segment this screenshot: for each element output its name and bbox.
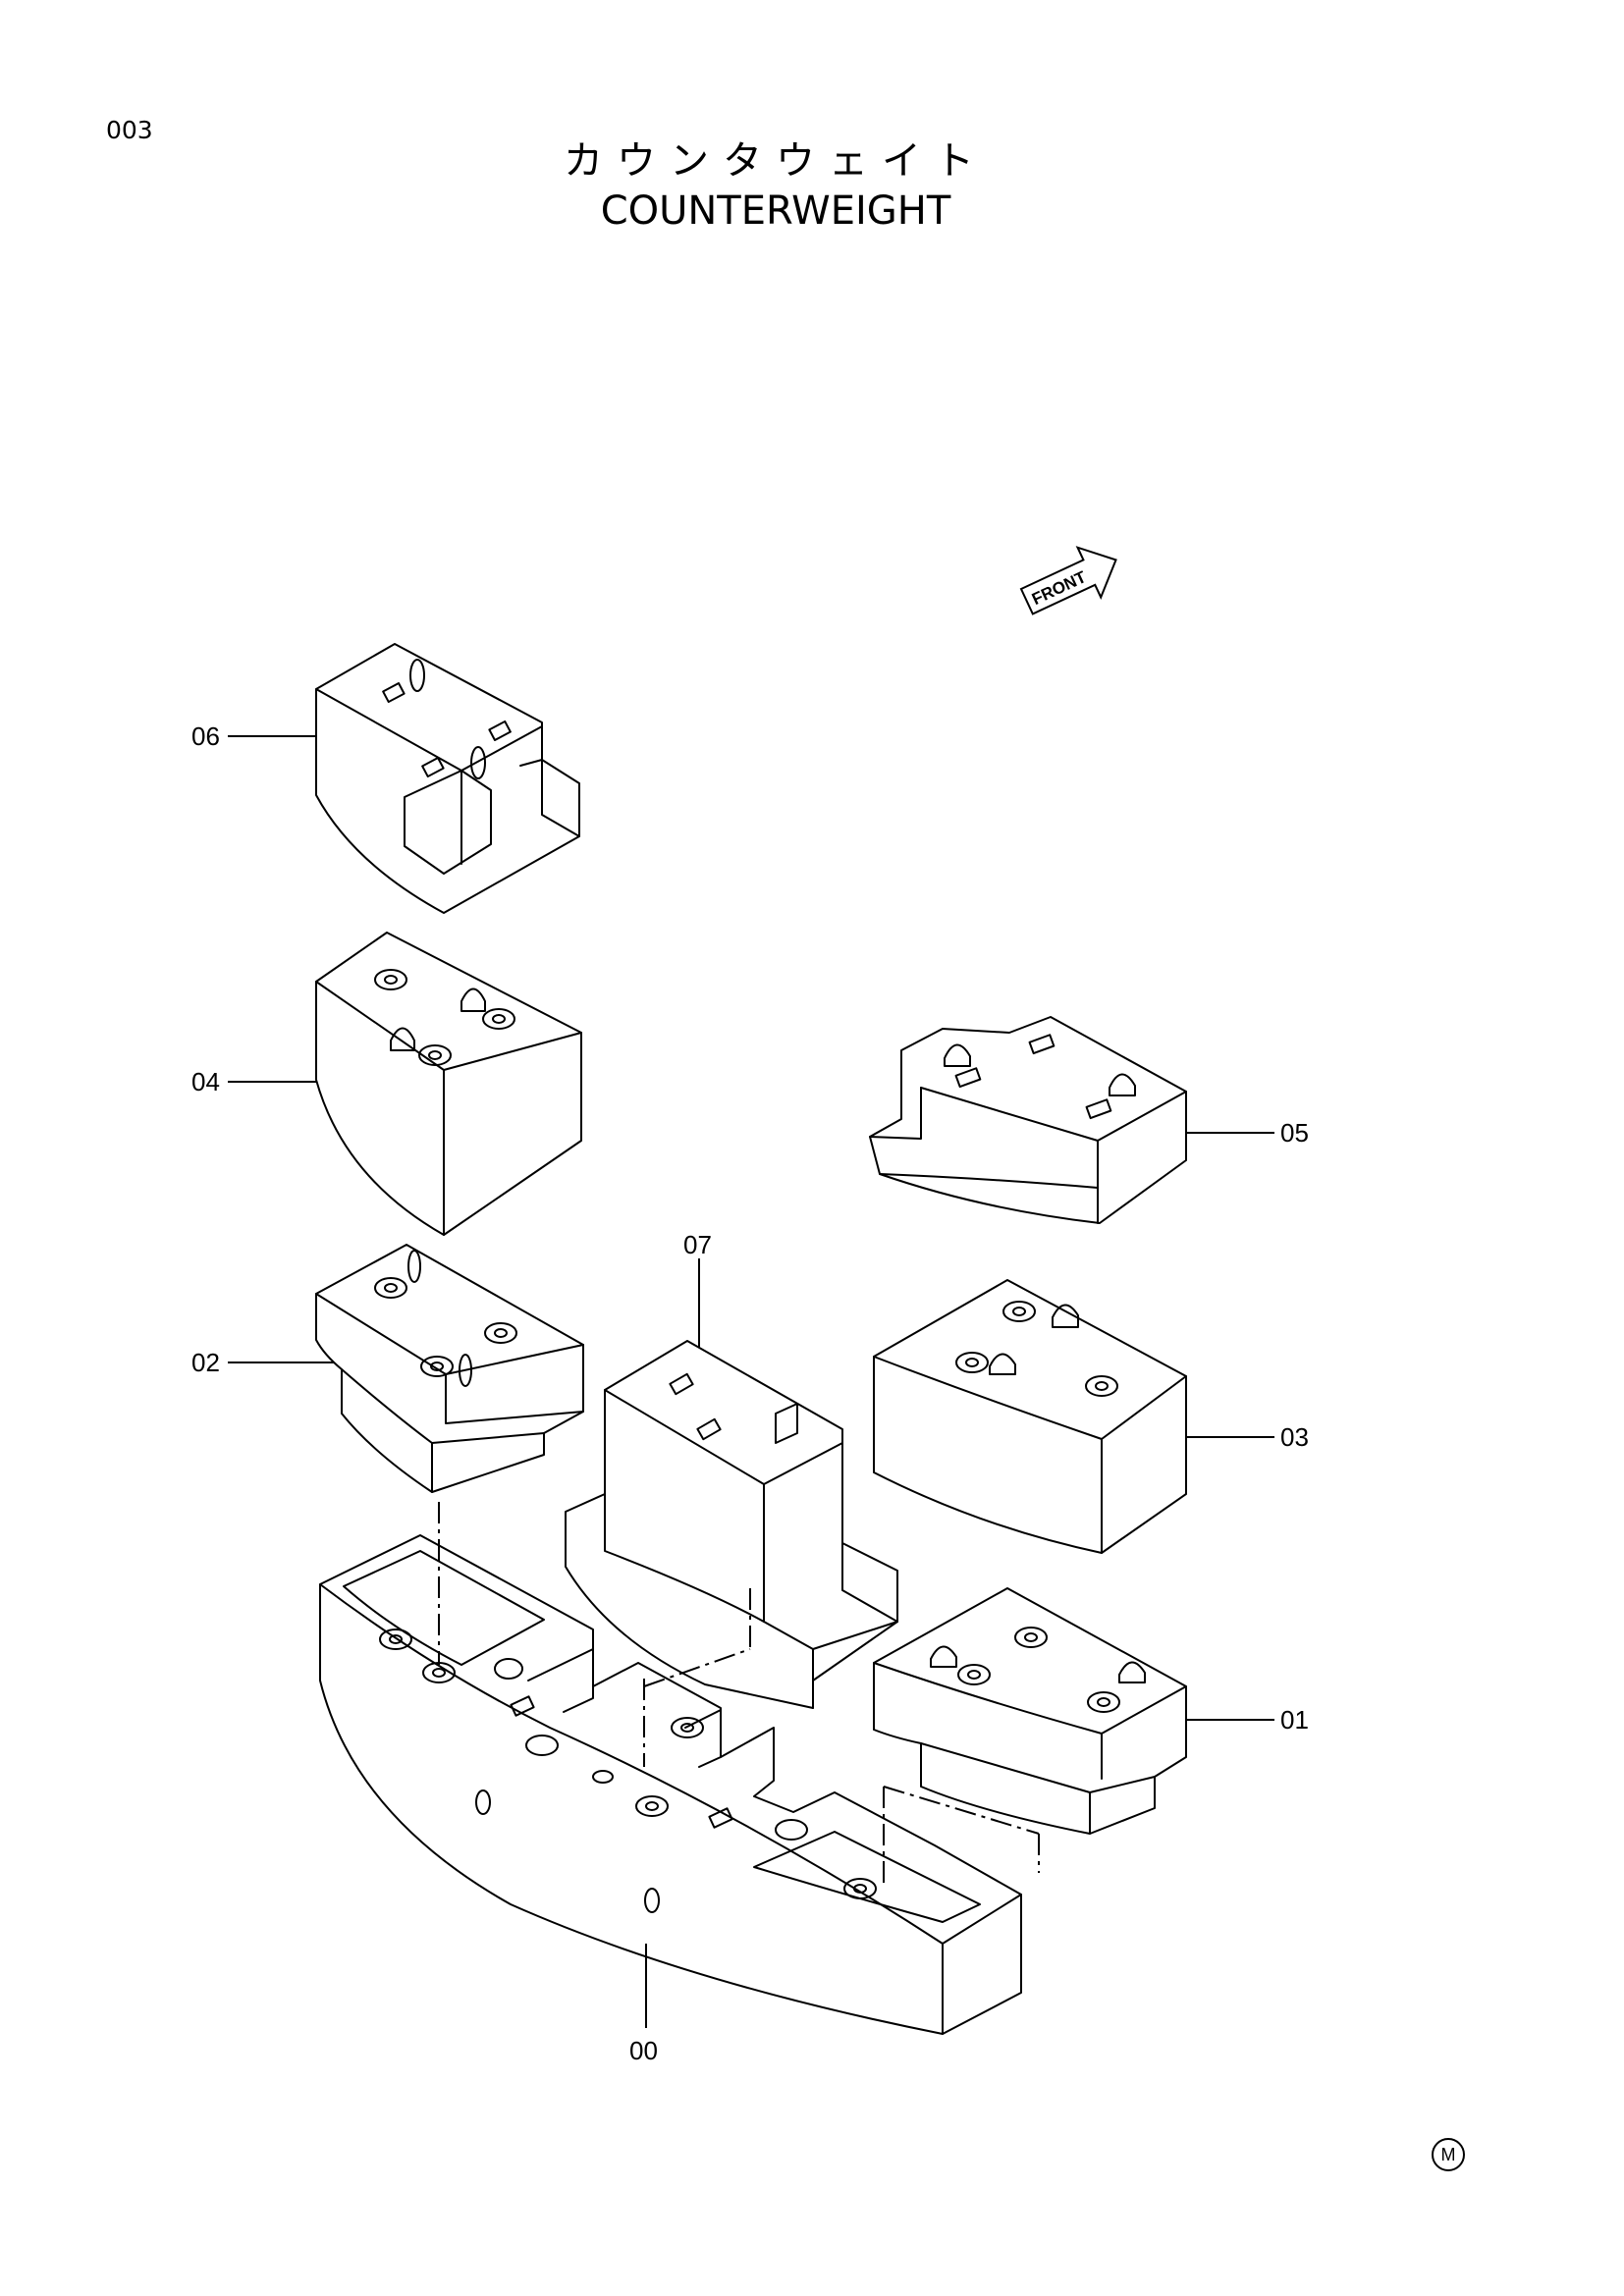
- counterweight-block-05[interactable]: [869, 1016, 1187, 1224]
- callout-00: 00: [629, 2036, 658, 2065]
- counterweight-block-04[interactable]: [315, 932, 582, 1236]
- counterweight-base-00[interactable]: [319, 1534, 1022, 2035]
- callout-02: 02: [191, 1348, 220, 1377]
- title-japanese: カウンタウェイト: [564, 138, 988, 184]
- counterweight-block-02[interactable]: [315, 1244, 584, 1493]
- title-english: COUNTERWEIGHT: [600, 188, 951, 234]
- callout-01: 01: [1280, 1705, 1309, 1735]
- callout-06: 06: [191, 721, 220, 751]
- counterweight-block-03[interactable]: [873, 1279, 1187, 1554]
- callout-03: 03: [1280, 1422, 1309, 1452]
- callout-07: 07: [683, 1230, 712, 1259]
- page-number: 003: [106, 116, 153, 144]
- corner-mark-m: M: [1432, 2138, 1465, 2171]
- counterweight-block-07[interactable]: [565, 1340, 898, 1709]
- assembly-line-07c: [643, 1648, 751, 1687]
- callout-05: 05: [1280, 1118, 1309, 1148]
- title-block: カウンタウェイト COUNTERWEIGHT: [0, 135, 1551, 236]
- counterweight-block-06[interactable]: [315, 643, 580, 914]
- front-direction-arrow: FRONT: [1019, 546, 1117, 615]
- callout-04: 04: [191, 1067, 220, 1096]
- assembly-line-01b: [883, 1786, 1040, 1835]
- counterweight-block-01[interactable]: [873, 1587, 1187, 1835]
